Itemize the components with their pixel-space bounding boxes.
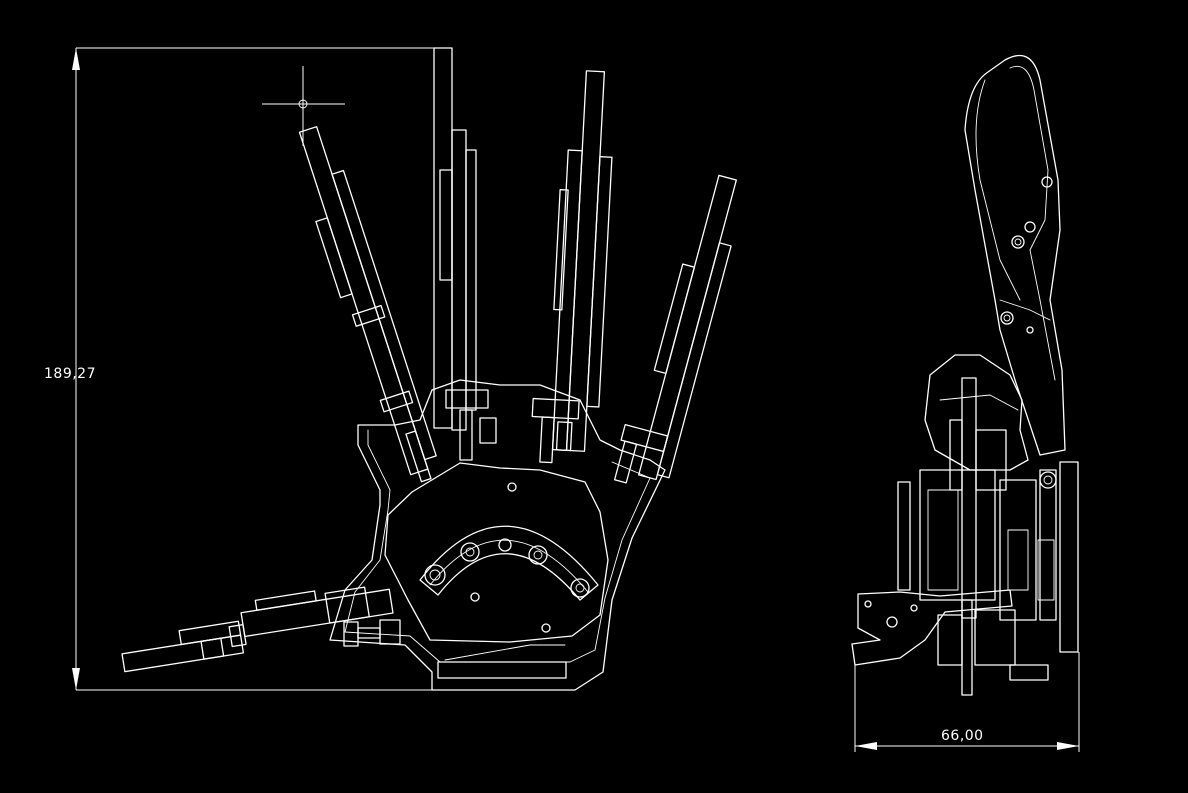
hub-plate [384, 462, 609, 643]
base-bracket [437, 661, 567, 679]
width-dimension-label: 66,00 [941, 728, 984, 744]
thumb-coupling [343, 619, 401, 647]
width-dimension: 66,00 [854, 652, 1080, 752]
reference-crosshair [262, 66, 345, 146]
palm-outline [329, 379, 666, 691]
hand-front-view [121, 47, 737, 691]
arc-slot-inner [429, 539, 589, 593]
side-clamp [851, 589, 1013, 666]
hub-bolts [424, 482, 590, 633]
side-finger-inner [1009, 65, 1056, 381]
finger-ring [531, 70, 613, 464]
side-body [919, 469, 996, 601]
side-finger-outer [964, 54, 1066, 456]
side-knuckle [924, 354, 1029, 471]
finger-middle [433, 47, 497, 461]
finger-index [298, 126, 437, 483]
finger-little [613, 174, 737, 484]
palm-inner-outline [344, 429, 651, 663]
height-dimension: 189,27 [44, 47, 440, 691]
thumb [121, 586, 394, 673]
height-dimension-label: 189,27 [44, 366, 96, 382]
hand-side-view [851, 54, 1079, 696]
arc-slot [419, 525, 599, 601]
